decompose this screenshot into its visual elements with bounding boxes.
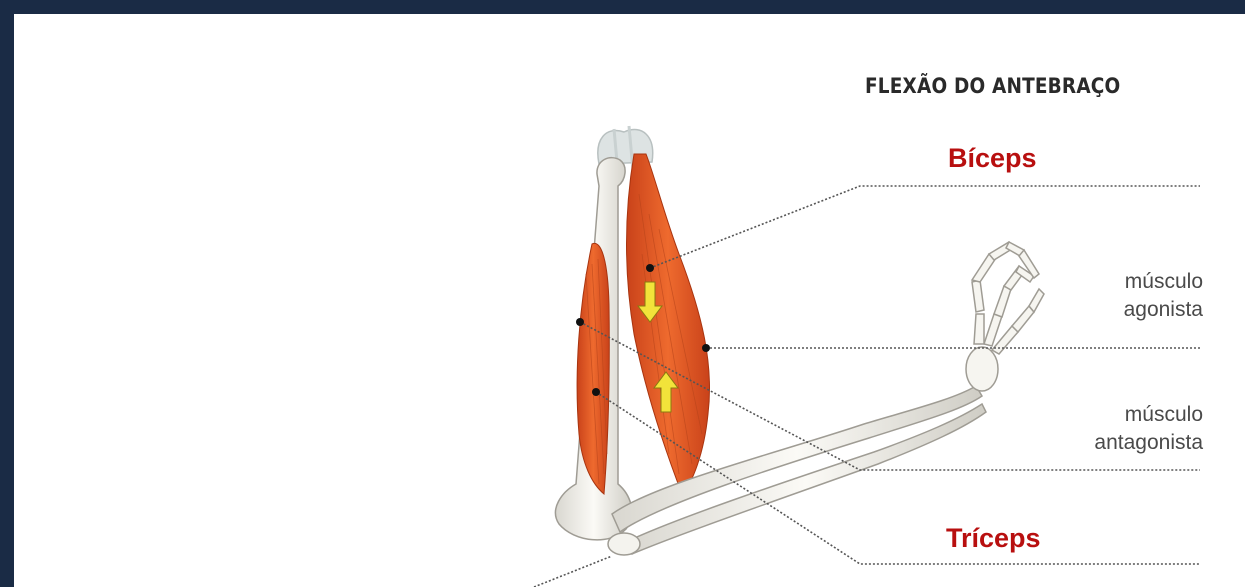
diagram-slide: FLEXÃO DO ANTEBRAÇO Bíceps Tríceps múscu… — [14, 14, 1245, 587]
antagonist-muscle-label: músculo antagonista — [1094, 401, 1203, 457]
antagonist-line-2: antagonista — [1094, 429, 1203, 457]
agonist-line-2: agonista — [1124, 296, 1203, 324]
arm-illustration — [14, 14, 1245, 587]
diagram-title: FLEXÃO DO ANTEBRAÇO — [865, 74, 1120, 98]
triceps-label: Tríceps — [946, 523, 1041, 554]
agonist-line-1: músculo — [1124, 268, 1203, 296]
hand-bones — [966, 242, 1044, 391]
antagonist-line-1: músculo — [1094, 401, 1203, 429]
agonist-muscle-label: músculo agonista — [1124, 268, 1203, 324]
biceps-label: Bíceps — [948, 143, 1037, 174]
